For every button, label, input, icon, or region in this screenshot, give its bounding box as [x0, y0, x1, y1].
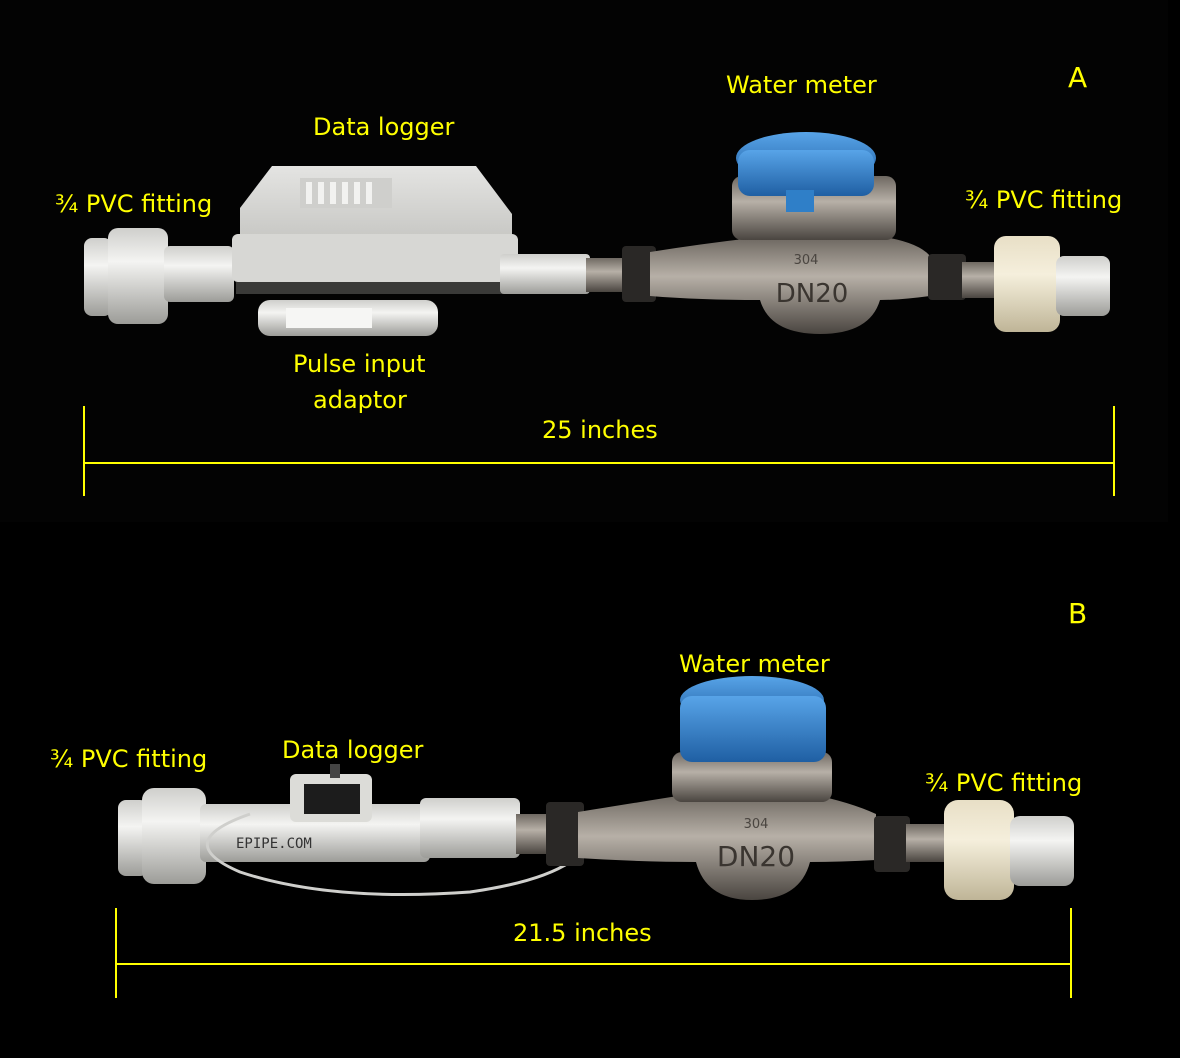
label-data-logger-a: Data logger	[313, 113, 455, 141]
meter-marking-304-a: 304	[794, 253, 819, 268]
brass-nipple-right-b	[906, 824, 950, 862]
hex-nut-left-b	[546, 802, 584, 866]
pvc-union-right-a	[994, 236, 1110, 332]
panel-letter-b: B	[1068, 597, 1088, 630]
pvc-union-right-b	[944, 800, 1074, 900]
label-water-meter-a: Water meter	[726, 71, 877, 99]
water-meter-a	[650, 132, 930, 334]
dimension-line-a	[83, 406, 1115, 496]
meter-marking-dn-a: DN20	[776, 279, 849, 309]
hex-nut-right-a	[928, 254, 966, 300]
panel-a-photo: 304 DN20	[83, 132, 1115, 496]
label-data-logger-b: Data logger	[282, 736, 424, 764]
label-pvc-fitting-left-b: ¾ PVC fitting	[50, 745, 208, 773]
hex-nut-left-a	[622, 246, 656, 302]
pvc-coupling-a	[500, 254, 590, 294]
label-pvc-fitting-left-a: ¾ PVC fitting	[55, 190, 213, 218]
meter-marking-304-b: 304	[744, 817, 769, 832]
label-pvc-fitting-right-b: ¾ PVC fitting	[925, 769, 1083, 797]
panel-b-photo: EPIPE.COM 304 DN20	[115, 676, 1074, 998]
panel-a: 304 DN20 A Water meter Data logger ¾ PVC…	[0, 0, 1168, 522]
pipe-print-b: EPIPE.COM	[236, 836, 312, 852]
panel-letter-a: A	[1068, 61, 1088, 94]
pvc-union-left-b	[118, 788, 206, 884]
pvc-union-left	[84, 228, 234, 324]
brass-nipple-a	[586, 258, 626, 292]
panel-b: EPIPE.COM 304 DN20	[0, 522, 1168, 1058]
hex-nut-right-b	[874, 816, 910, 872]
water-meter-b	[578, 676, 876, 900]
data-logger-box	[232, 166, 518, 294]
label-pulse-input-a: Pulse input	[293, 350, 426, 378]
brass-nipple-b	[516, 814, 550, 854]
label-length-b: 21.5 inches	[513, 919, 652, 947]
brass-nipple-right-a	[962, 262, 998, 298]
pulse-input-adaptor	[258, 300, 438, 336]
cable-b	[206, 812, 571, 896]
label-length-a: 25 inches	[542, 416, 658, 444]
meter-marking-dn-b: DN20	[717, 840, 795, 873]
pvc-coupling-b	[420, 798, 520, 858]
dimension-line-b	[115, 908, 1072, 998]
data-logger-b	[290, 764, 372, 822]
label-pvc-fitting-right-a: ¾ PVC fitting	[965, 186, 1123, 214]
label-water-meter-b: Water meter	[679, 650, 830, 678]
label-adaptor-a: adaptor	[313, 386, 407, 414]
pvc-pipe-b	[200, 804, 430, 862]
